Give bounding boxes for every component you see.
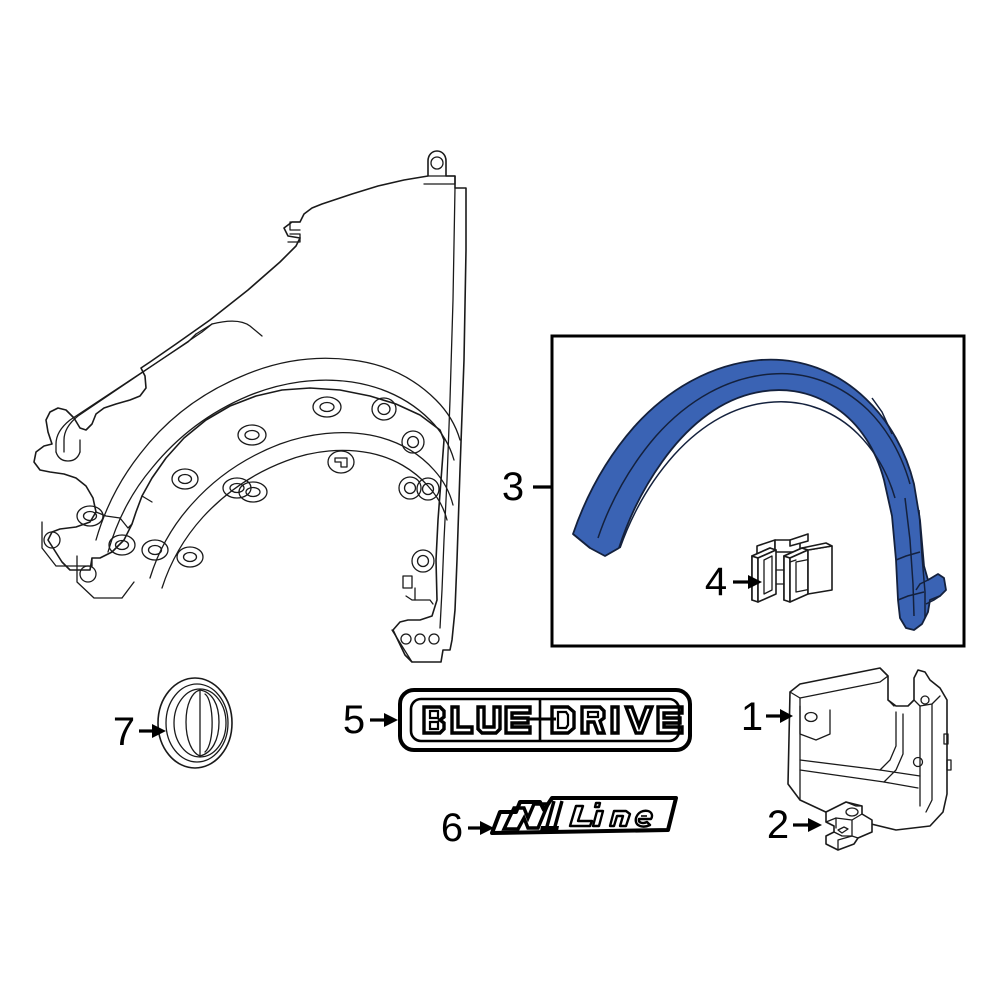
callout-2-label: 2: [767, 803, 789, 847]
callout-1-label: 1: [741, 695, 763, 739]
fender-clip-retainer[interactable]: [825, 801, 873, 851]
blue-drive-emblem[interactable]: [398, 688, 692, 752]
callout-2[interactable]: 2: [767, 803, 822, 847]
callout-6-label: 6: [441, 806, 463, 850]
fender-reinforcement-bracket[interactable]: [787, 667, 952, 831]
callout-3-label: 3: [502, 465, 524, 509]
callout-1[interactable]: 1: [741, 695, 793, 739]
callout-4[interactable]: 4: [705, 560, 762, 604]
callout-7-label: 7: [113, 710, 135, 754]
callout-3[interactable]: 3: [502, 465, 552, 509]
fender-mounting-holes: [76, 396, 440, 573]
front-fender-panel[interactable]: [33, 150, 467, 663]
callout-5-label: 5: [343, 698, 365, 742]
callout-5[interactable]: 5: [343, 698, 398, 742]
callout-7[interactable]: 7: [113, 710, 166, 754]
fender-grommet-plug[interactable]: [157, 677, 233, 769]
highlight-frame: [550, 334, 966, 648]
blue-drive-lettering: [422, 705, 684, 735]
n-line-emblem[interactable]: [490, 796, 678, 835]
n-line-lettering: [568, 801, 654, 828]
callout-4-label: 4: [705, 560, 727, 604]
wheel-opening-molding-flare[interactable]: [572, 358, 947, 631]
callout-6[interactable]: 6: [441, 806, 494, 850]
molding-retainer-clip[interactable]: [751, 533, 833, 603]
